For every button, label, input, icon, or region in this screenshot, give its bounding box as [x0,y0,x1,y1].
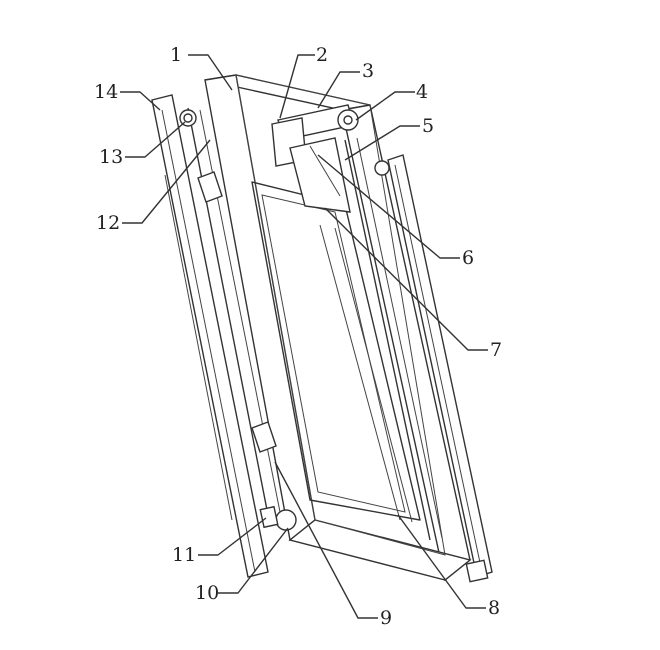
label-6: 6 [462,247,475,269]
label-2: 2 [316,44,329,66]
label-7: 7 [490,339,503,361]
label-1: 1 [170,44,183,66]
label-14: 14 [94,81,119,103]
leader-lines [120,54,488,619]
label-12: 12 [96,212,121,234]
label-8: 8 [488,597,501,619]
left-rail [151,94,269,578]
label-10: 10 [195,582,220,604]
label-9: 9 [380,607,393,629]
pulley-bottom [275,509,297,531]
label-5: 5 [422,115,435,137]
label-11: 11 [172,544,197,566]
top-roller-assembly [271,104,359,213]
label-3: 3 [362,60,375,82]
label-4: 4 [416,81,429,103]
label-13: 13 [99,146,124,168]
